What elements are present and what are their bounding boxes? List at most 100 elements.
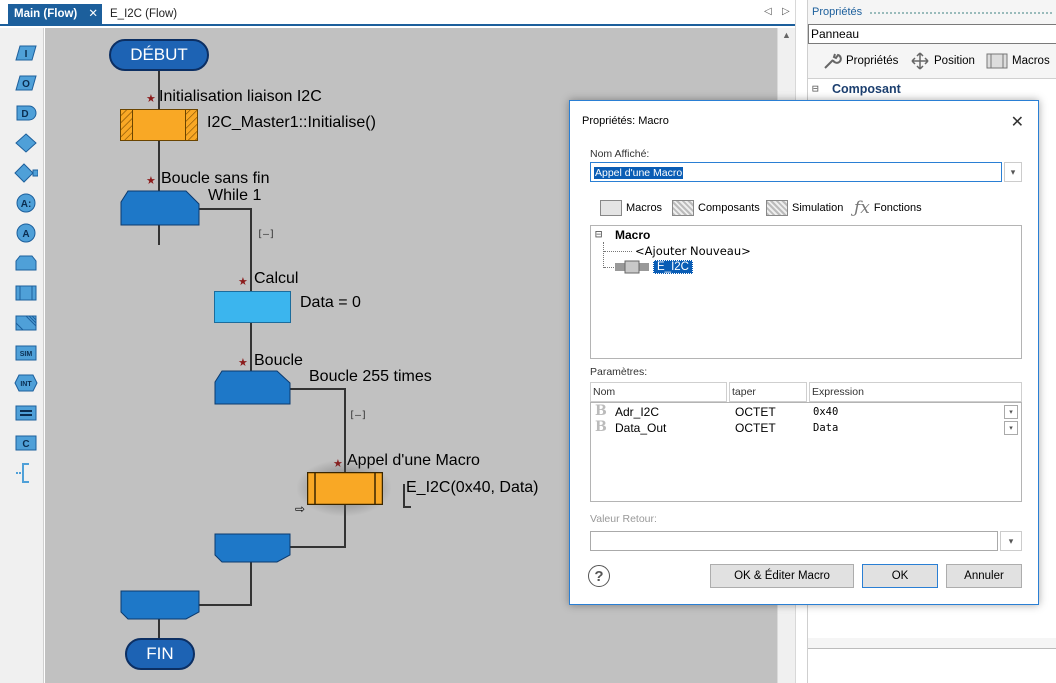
macro-tree[interactable]: ⊟ Macro <Ajouter Nouveau> E_I2C (590, 225, 1022, 359)
flow-line (250, 208, 252, 292)
tab-macros-label: Macros (1012, 55, 1050, 67)
properties-target-combo[interactable]: Panneau (808, 24, 1056, 44)
properties-description-area (808, 648, 1056, 683)
loop-end-icon[interactable] (120, 590, 200, 620)
tree-guide (604, 251, 632, 252)
tool-switch-icon[interactable] (14, 162, 38, 184)
tool-c-code-icon[interactable]: C (14, 432, 38, 454)
tool-simulation-icon[interactable]: SIM (14, 342, 38, 364)
collapse-toggle-icon[interactable]: [–] (349, 410, 368, 421)
scroll-up-icon[interactable]: ▲ (782, 30, 791, 40)
tool-macro-icon[interactable] (14, 282, 38, 304)
tool-calculation-icon[interactable] (14, 402, 38, 424)
column-expression[interactable]: Expression (809, 382, 1022, 402)
flow-line (158, 140, 160, 192)
panel-grip[interactable] (870, 12, 1052, 14)
column-name[interactable]: Nom (590, 382, 727, 402)
tool-decision-icon[interactable] (14, 132, 38, 154)
column-type[interactable]: taper (729, 382, 807, 402)
svg-text:I: I (25, 49, 28, 60)
tool-comment-icon[interactable] (14, 462, 38, 484)
inner-loop-start-icon[interactable] (214, 370, 291, 405)
tab-functions[interactable]: ƒx Fonctions (854, 197, 922, 219)
flow-line (344, 504, 346, 548)
chevron-down-icon[interactable]: ▾ (1004, 162, 1022, 182)
tab-macros-source[interactable]: Macros (600, 197, 662, 219)
tab-main-flow[interactable]: Main (Flow) ✕ (8, 4, 102, 24)
tab-simulation-label: Simulation (792, 202, 844, 214)
byte-type-icon: B (595, 403, 607, 419)
tool-component-macro-icon[interactable] (14, 312, 38, 334)
tab-e-i2c-flow[interactable]: E_I2C (Flow) (110, 8, 178, 20)
param-expression[interactable]: 0x40 (813, 406, 839, 418)
param-name: Adr_I2C (615, 405, 660, 419)
init-comment: Initialisation liaison I2C (159, 88, 322, 105)
collapse-tree-icon[interactable]: ⊟ (595, 227, 603, 241)
flow-line (158, 618, 160, 640)
tree-item-e-i2c[interactable]: E_I2C (653, 260, 693, 274)
param-type: OCTET (735, 405, 776, 419)
tab-components[interactable]: Composants (672, 197, 760, 219)
loop-condition: While 1 (208, 187, 262, 204)
macro-call-text: E_I2C(0x40, Data) (406, 479, 539, 496)
flow-line (403, 484, 405, 508)
tool-delay-icon[interactable]: D (14, 102, 38, 124)
table-row[interactable]: B Data_Out OCTET Data ▾ (591, 420, 1021, 436)
flow-line (198, 208, 252, 210)
help-icon[interactable]: ? (588, 565, 610, 587)
collapse-category-icon[interactable]: ⊟ (812, 82, 819, 95)
display-name-label: Nom Affiché: (590, 148, 650, 160)
macro-call-icon[interactable] (307, 472, 383, 505)
chevron-down-icon[interactable]: ▾ (1000, 531, 1022, 551)
tab-position[interactable]: Position (910, 52, 975, 70)
properties-panel-title: Propriétés (812, 6, 863, 18)
loop-start-icon[interactable] (120, 190, 200, 226)
tool-loop-icon[interactable] (14, 252, 38, 274)
table-row[interactable]: B Adr_I2C OCTET 0x40 ▾ (591, 404, 1021, 420)
display-name-input[interactable]: Appel d'une Macro (590, 162, 1002, 182)
chevron-down-icon[interactable]: ▾ (1004, 421, 1018, 435)
tab-main-label: Main (Flow) (14, 8, 78, 20)
document-tab-bar: Main (Flow) ✕ E_I2C (Flow) ◁ ▷ (0, 0, 800, 26)
close-icon[interactable]: ✕ (1010, 114, 1024, 131)
start-terminal[interactable]: DÉBUT (109, 39, 209, 71)
tool-input-icon[interactable]: I (14, 42, 38, 64)
tab-properties[interactable]: Propriétés (822, 52, 898, 70)
tree-add-new[interactable]: <Ajouter Nouveau> (635, 244, 751, 258)
return-value-input[interactable] (590, 531, 998, 551)
component-macro-icon (672, 200, 694, 216)
param-type: OCTET (735, 421, 776, 435)
tool-goto-icon[interactable]: A (14, 222, 38, 244)
tree-root-macro[interactable]: Macro (615, 228, 651, 242)
tab-close-icon[interactable]: ✕ (88, 8, 98, 20)
flow-line (403, 506, 411, 508)
tool-output-icon[interactable]: O (14, 72, 38, 94)
ok-edit-macro-button[interactable]: OK & Éditer Macro (710, 564, 854, 588)
ok-button[interactable]: OK (862, 564, 938, 588)
calculation-block[interactable] (214, 291, 291, 323)
tab-macros[interactable]: Macros (986, 52, 1050, 70)
chevron-down-icon[interactable]: ▾ (1004, 405, 1018, 419)
loop-comment: Boucle sans fin (161, 170, 270, 187)
category-composant[interactable]: Composant (832, 82, 901, 96)
properties-tab-strip: Propriétés Position Macros (818, 52, 1056, 72)
tab-scroll-right-icon[interactable]: ▷ (782, 6, 790, 17)
init-component-macro-icon[interactable] (120, 109, 198, 141)
tool-connection-point-icon[interactable]: A: (14, 192, 38, 214)
tab-scroll-left-icon[interactable]: ◁ (764, 6, 772, 17)
cancel-button[interactable]: Annuler (946, 564, 1022, 588)
end-terminal[interactable]: FIN (125, 638, 195, 670)
flow-line (198, 604, 252, 606)
flow-line (158, 69, 160, 109)
tool-interrupt-icon[interactable]: INT (14, 372, 38, 394)
inner-loop-end-icon[interactable] (214, 533, 291, 563)
tab-simulation[interactable]: Simulation (766, 197, 843, 219)
macro-icon (986, 53, 1008, 69)
collapse-toggle-icon[interactable]: [–] (257, 229, 276, 240)
flow-line (288, 546, 346, 548)
tree-guide (603, 242, 604, 268)
calc-comment: Calcul (254, 270, 299, 287)
param-expression[interactable]: Data (813, 422, 839, 434)
parameters-header: Nom taper Expression (590, 382, 1022, 402)
